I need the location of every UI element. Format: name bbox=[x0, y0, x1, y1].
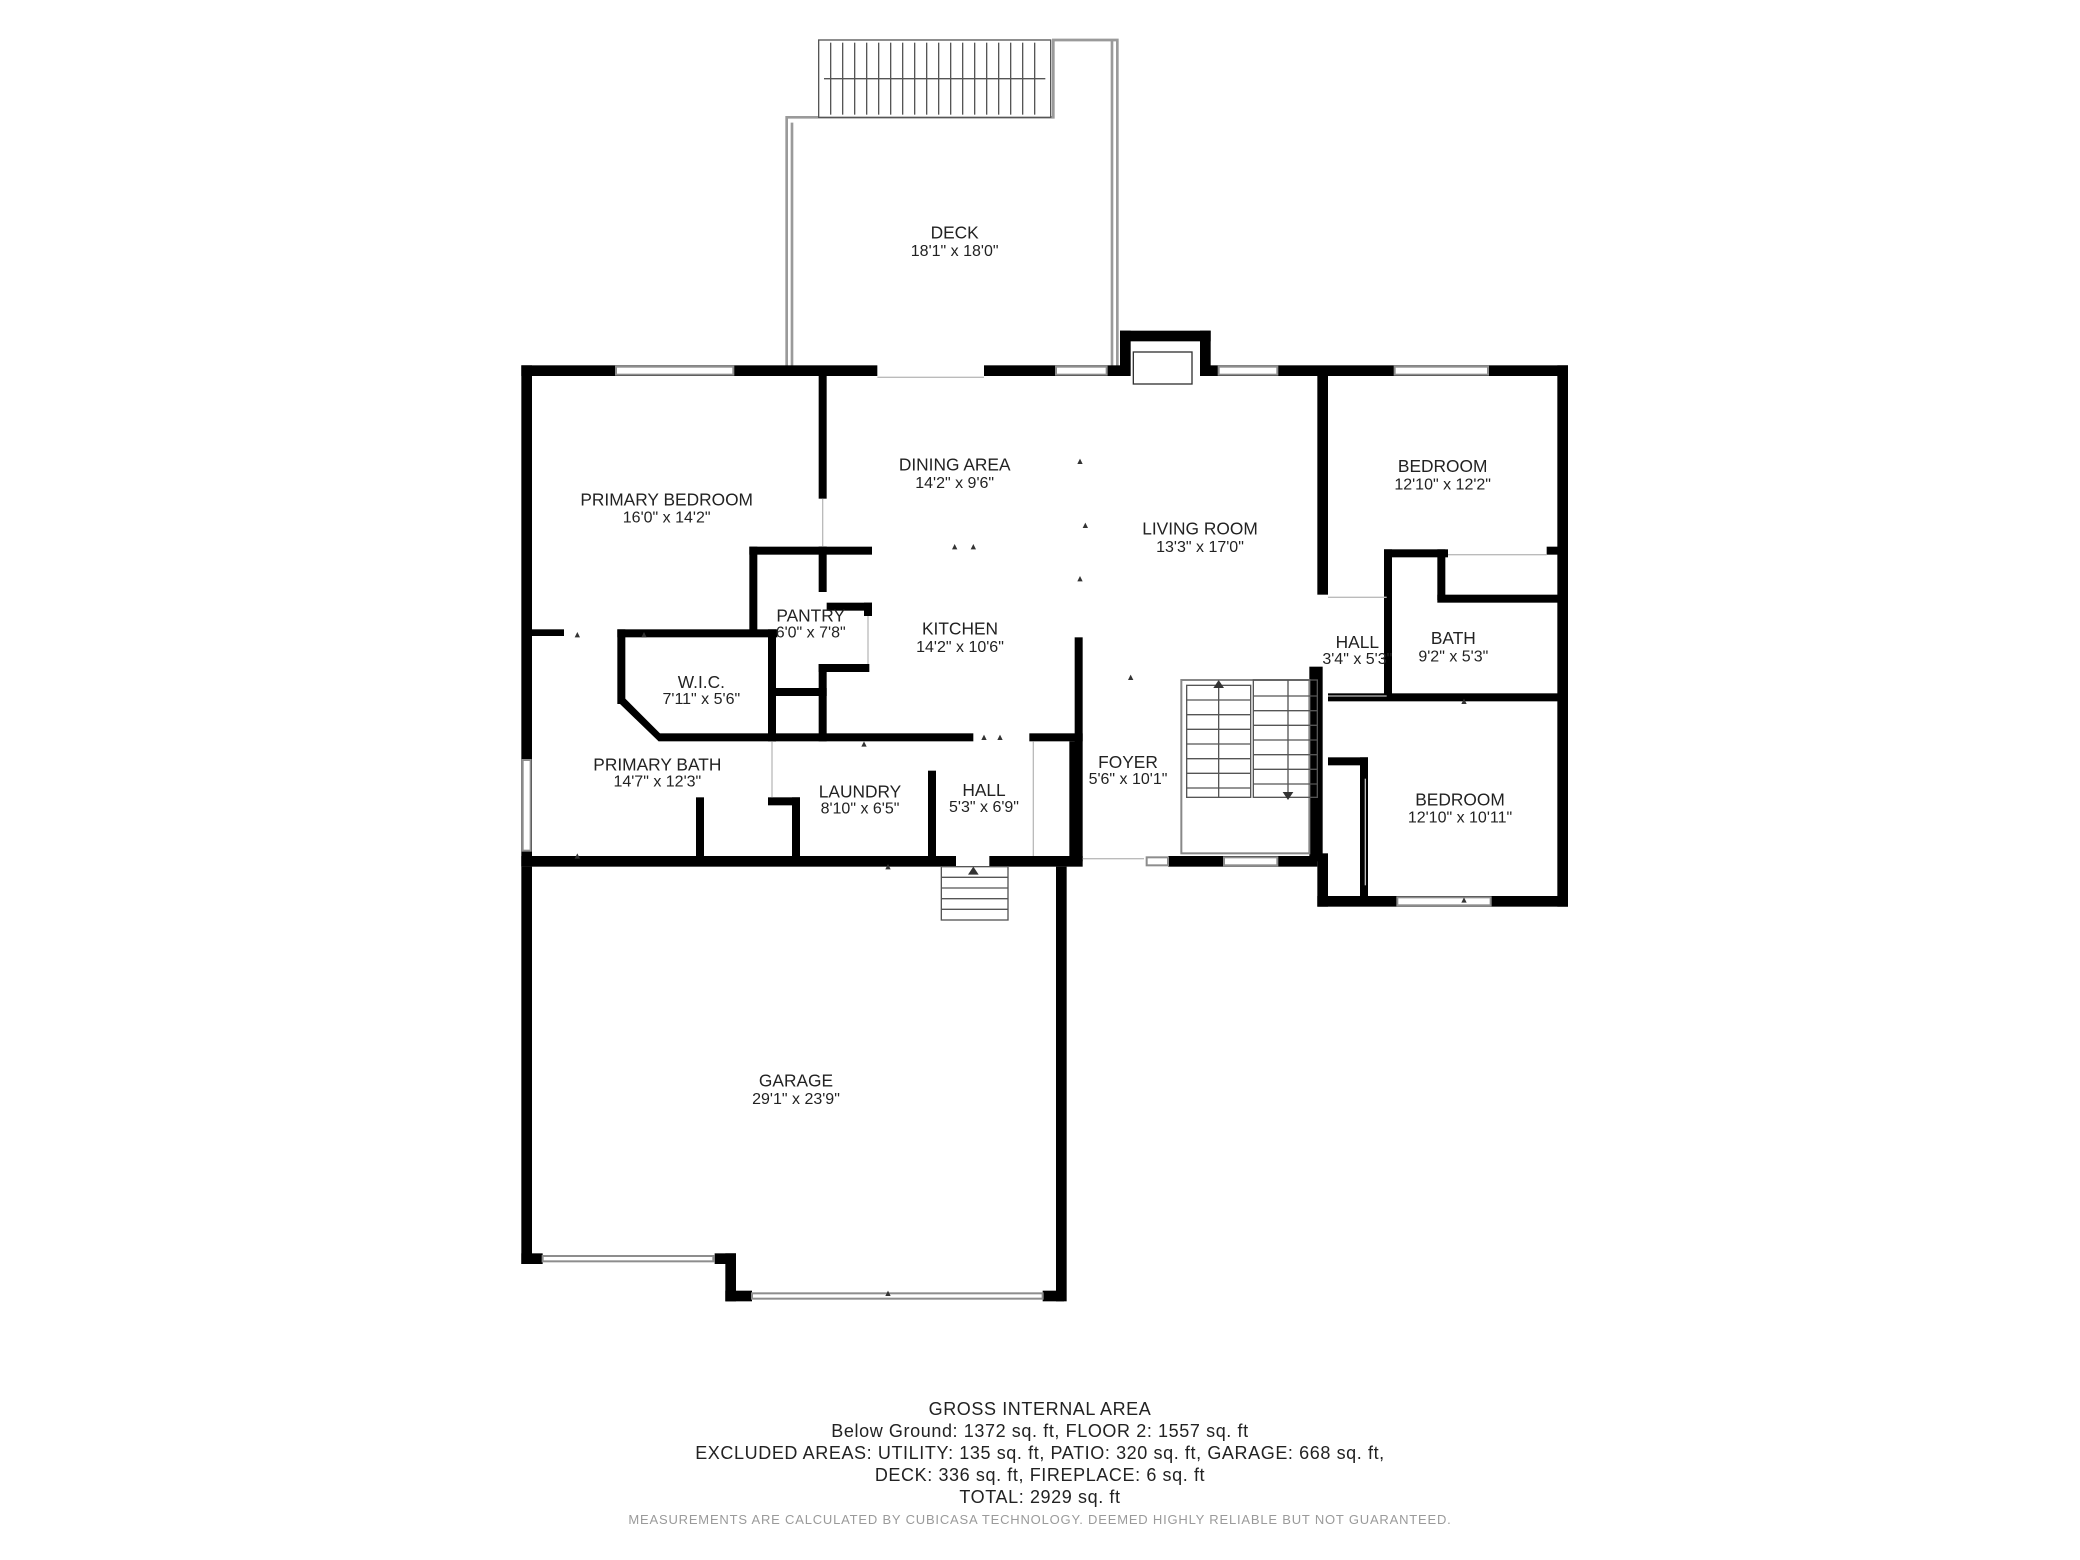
room-bath-dims: 9'2" x 5'3" bbox=[1418, 648, 1488, 665]
room-laundry-dims: 8'10" x 6'5" bbox=[821, 800, 900, 817]
fireplace bbox=[1132, 351, 1193, 385]
garage-steps bbox=[940, 865, 1009, 921]
room-dining: DINING AREA 14'2" x 9'6" bbox=[899, 455, 1011, 492]
room-bedroom-1-name: BEDROOM bbox=[1398, 456, 1488, 476]
room-garage-name: GARAGE bbox=[759, 1071, 833, 1091]
room-wic-dims: 7'11" x 5'6" bbox=[662, 691, 740, 708]
summary-title: GROSS INTERNAL AREA bbox=[928, 1399, 1152, 1419]
room-hall-1: HALL 3'4" x 5'3" bbox=[1322, 632, 1392, 668]
room-hall-2-dims: 5'3" x 6'9" bbox=[949, 799, 1019, 816]
area-summary: GROSS INTERNAL AREA Below Ground: 1372 s… bbox=[0, 1398, 2080, 1527]
room-bath: BATH 9'2" x 5'3" bbox=[1418, 628, 1488, 665]
room-deck: DECK 18'1" x 18'0" bbox=[911, 223, 999, 260]
room-bedroom-2-dims: 12'10" x 10'11" bbox=[1408, 810, 1512, 827]
room-living: LIVING ROOM 13'3" x 17'0" bbox=[1142, 519, 1258, 556]
room-laundry: LAUNDRY 8'10" x 6'5" bbox=[819, 781, 902, 817]
deck bbox=[785, 38, 1119, 370]
room-kitchen-name: KITCHEN bbox=[922, 619, 998, 639]
summary-disclaimer: MEASUREMENTS ARE CALCULATED BY CUBICASA … bbox=[628, 1512, 1452, 1527]
measurement-ticks bbox=[574, 458, 1467, 1296]
windows-and-openings bbox=[521, 365, 1547, 1300]
room-primary-bedroom-dims: 16'0" x 14'2" bbox=[623, 510, 711, 527]
room-hall-2-name: HALL bbox=[962, 780, 1006, 800]
summary-line-4: TOTAL: 2929 sq. ft bbox=[959, 1487, 1121, 1507]
room-bath-name: BATH bbox=[1431, 628, 1476, 648]
room-pantry-name: PANTRY bbox=[776, 605, 845, 625]
room-laundry-name: LAUNDRY bbox=[819, 781, 902, 801]
room-primary-bath-name: PRIMARY BATH bbox=[593, 755, 721, 775]
room-living-dims: 13'3" x 17'0" bbox=[1156, 539, 1244, 556]
room-deck-dims: 18'1" x 18'0" bbox=[911, 243, 999, 260]
deck-stair-treads bbox=[824, 42, 1046, 115]
room-foyer-dims: 5'6" x 10'1" bbox=[1089, 771, 1168, 788]
room-kitchen-dims: 14'2" x 10'6" bbox=[916, 639, 1004, 656]
room-hall-1-dims: 3'4" x 5'3" bbox=[1322, 651, 1392, 668]
room-pantry: PANTRY 6'0" x 7'8" bbox=[776, 605, 846, 641]
room-living-name: LIVING ROOM bbox=[1142, 519, 1258, 539]
room-hall-2: HALL 5'3" x 6'9" bbox=[949, 780, 1019, 816]
room-bedroom-2: BEDROOM 12'10" x 10'11" bbox=[1408, 789, 1512, 826]
room-bedroom-1-dims: 12'10" x 12'2" bbox=[1394, 476, 1491, 493]
room-primary-bedroom-name: PRIMARY BEDROOM bbox=[580, 489, 753, 509]
room-dining-name: DINING AREA bbox=[899, 455, 1011, 475]
room-primary-bath-dims: 14'7" x 12'3" bbox=[613, 774, 701, 791]
summary-line-3: DECK: 336 sq. ft, FIREPLACE: 6 sq. ft bbox=[874, 1465, 1206, 1485]
interior-stairs bbox=[1180, 679, 1318, 855]
room-primary-bath: PRIMARY BATH 14'7" x 12'3" bbox=[593, 755, 721, 791]
summary-line-2: EXCLUDED AREAS: UTILITY: 135 sq. ft, PAT… bbox=[695, 1443, 1385, 1463]
room-hall-1-name: HALL bbox=[1336, 632, 1380, 652]
room-wic: W.I.C. 7'11" x 5'6" bbox=[662, 672, 740, 708]
room-foyer-name: FOYER bbox=[1098, 752, 1158, 772]
room-wic-name: W.I.C. bbox=[678, 672, 725, 692]
room-garage-dims: 29'1" x 23'9" bbox=[752, 1091, 840, 1108]
room-primary-bedroom: PRIMARY BEDROOM 16'0" x 14'2" bbox=[580, 489, 753, 526]
room-foyer: FOYER 5'6" x 10'1" bbox=[1089, 752, 1168, 788]
room-deck-name: DECK bbox=[931, 223, 980, 243]
room-bedroom-1: BEDROOM 12'10" x 12'2" bbox=[1394, 456, 1491, 493]
room-garage: GARAGE 29'1" x 23'9" bbox=[752, 1071, 840, 1108]
summary-line-1: Below Ground: 1372 sq. ft, FLOOR 2: 1557… bbox=[831, 1421, 1249, 1441]
room-pantry-dims: 6'0" x 7'8" bbox=[776, 624, 846, 641]
room-bedroom-2-name: BEDROOM bbox=[1415, 789, 1505, 809]
room-kitchen: KITCHEN 14'2" x 10'6" bbox=[916, 619, 1004, 656]
room-dining-dims: 14'2" x 9'6" bbox=[915, 475, 994, 492]
